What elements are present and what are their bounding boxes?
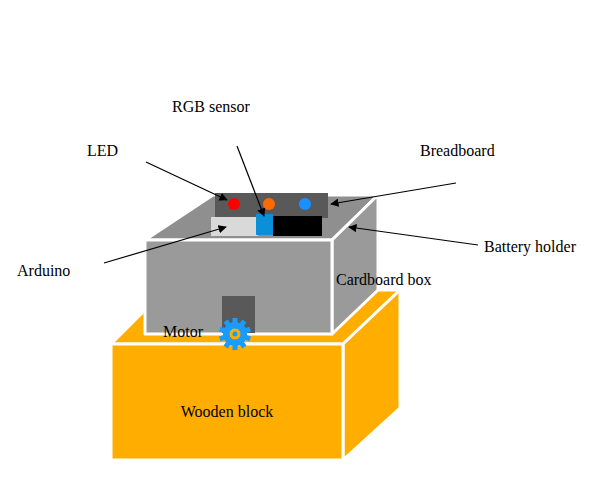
part-label: Arduino: [17, 262, 70, 280]
leader-line: [146, 162, 227, 200]
leader-line: [331, 183, 456, 204]
leader-lines: [104, 146, 478, 263]
part-label: LED: [87, 142, 118, 160]
part-label: Battery holder: [484, 238, 576, 256]
leader-line: [104, 227, 226, 263]
led-red: [228, 198, 240, 210]
rgb-sensor-drawing: [256, 214, 273, 235]
arduino-drawing: [211, 217, 258, 236]
wooden-block: Wooden block: [111, 344, 343, 460]
battery-holder-drawing: [273, 216, 322, 236]
cardboard-box: Cardboard box: [145, 240, 332, 334]
led-blue: [299, 198, 311, 210]
gear-drawing: [219, 318, 251, 350]
leader-line: [349, 227, 478, 245]
cardboard-box-drawing: [145, 195, 378, 334]
part-label: Motor: [163, 323, 203, 341]
node-label: Cardboard box: [336, 271, 432, 289]
part-label: RGB sensor: [172, 98, 250, 116]
led-orange: [263, 198, 275, 210]
leader-line: [237, 146, 264, 216]
node-label: Wooden block: [181, 403, 273, 421]
part-label: Breadboard: [420, 142, 495, 160]
